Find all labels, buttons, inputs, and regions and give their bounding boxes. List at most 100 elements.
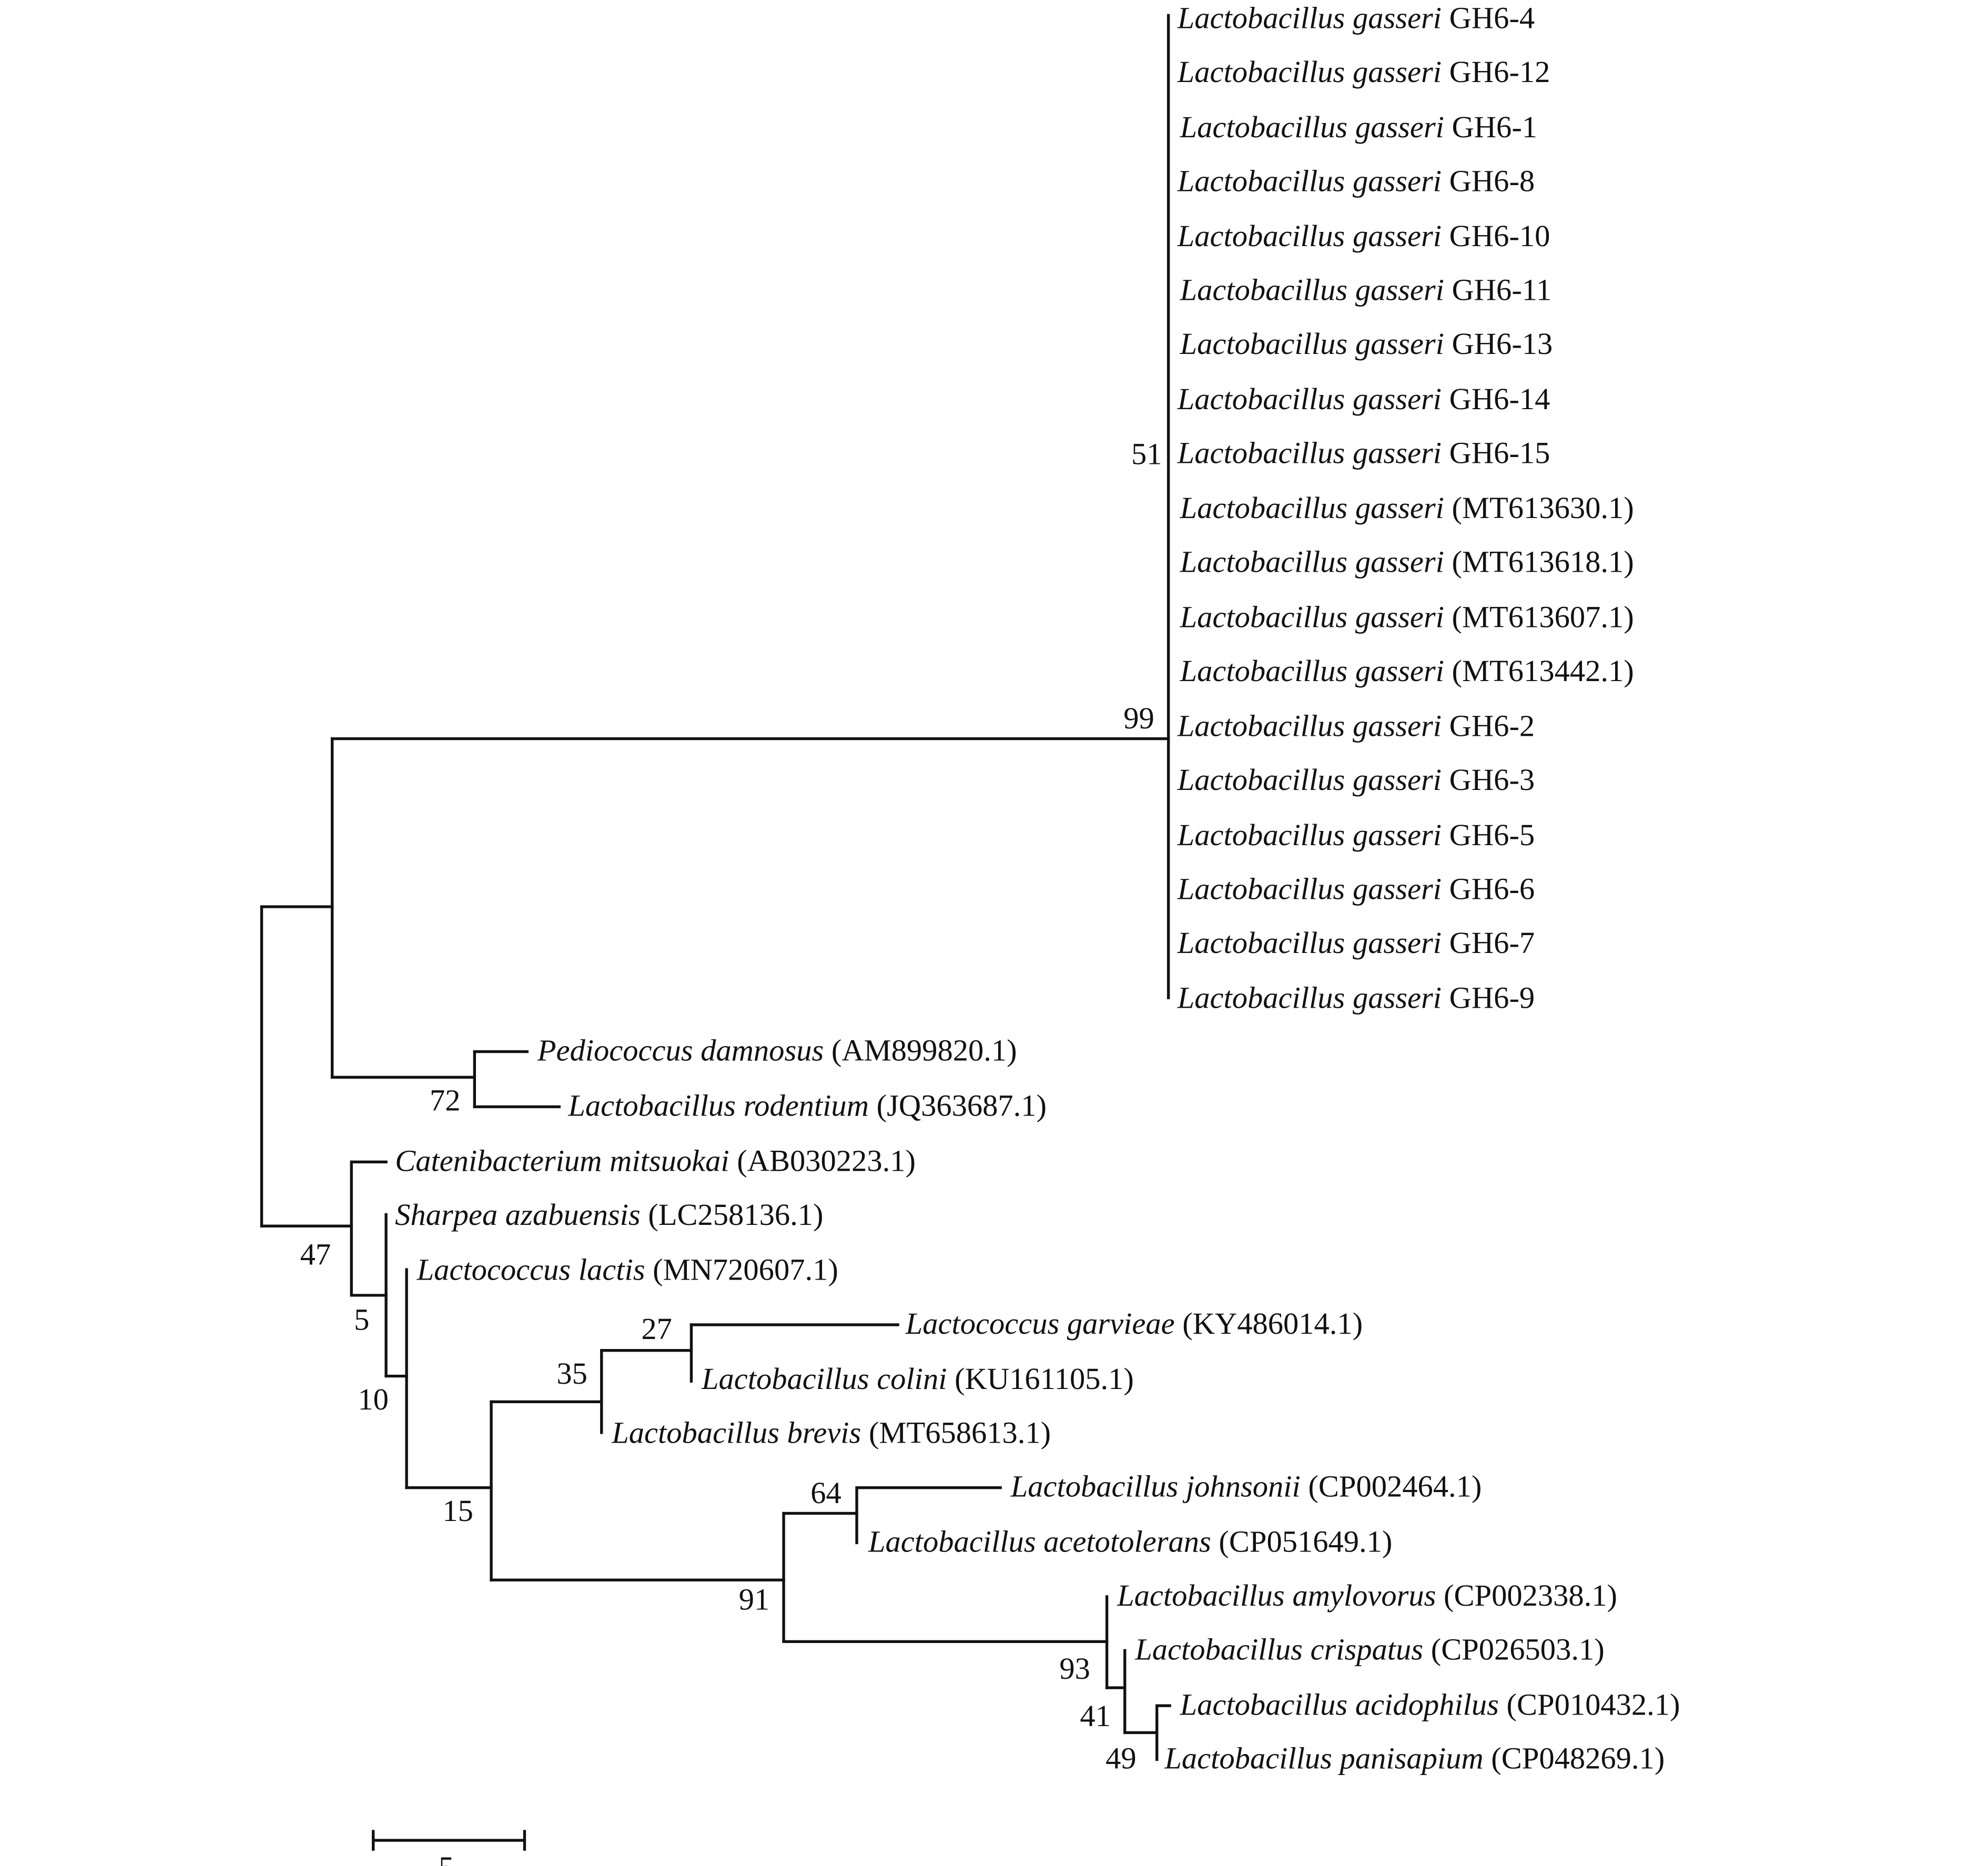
species-name: Lactobacillus gasseri — [1180, 600, 1444, 634]
bootstrap-value: 27 — [641, 1312, 672, 1346]
strain-id: GH6-11 — [1444, 273, 1551, 307]
strain-id: (AM899820.1) — [824, 1033, 1017, 1068]
strain-id: (MT658613.1) — [861, 1415, 1051, 1449]
species-name: Lactobacillus gasseri — [1177, 926, 1442, 960]
taxon-label: Lactobacillus colini (KU161105.1) — [701, 1362, 1134, 1396]
species-name: Lactobacillus amylovorus — [1117, 1578, 1436, 1613]
strain-id: GH6-12 — [1442, 55, 1550, 89]
bootstrap-value: 10 — [358, 1382, 389, 1416]
bootstrap-value: 5 — [354, 1303, 369, 1337]
species-name: Catenibacterium mitsuokai — [395, 1143, 729, 1178]
species-name: Lactobacillus gasseri — [1180, 491, 1444, 525]
taxon-label: Lactobacillus gasseri GH6-15 — [1177, 435, 1550, 470]
bootstrap-value: 99 — [1123, 701, 1154, 735]
strain-id: GH6-6 — [1442, 871, 1535, 906]
species-name: Lactobacillus brevis — [611, 1415, 861, 1449]
taxon-label: Lactobacillus gasseri (MT613442.1) — [1180, 654, 1634, 688]
strain-id: (CP010432.1) — [1499, 1687, 1680, 1721]
strain-id: (MN720607.1) — [645, 1253, 838, 1287]
strain-id: (KY486014.1) — [1175, 1306, 1363, 1341]
taxon-label: Lactobacillus amylovorus (CP002338.1) — [1117, 1578, 1617, 1613]
taxon-label: Lactobacillus rodentium (JQ363687.1) — [567, 1088, 1047, 1122]
taxon-label: Lactobacillus gasseri GH6-7 — [1177, 926, 1535, 960]
strain-id: GH6-9 — [1442, 981, 1535, 1015]
strain-id: GH6-7 — [1442, 926, 1535, 960]
species-name: Lactobacillus gasseri — [1177, 219, 1442, 253]
bootstrap-value: 49 — [1105, 1741, 1137, 1776]
taxon-label: Lactobacillus acetotolerans (CP051649.1) — [868, 1525, 1392, 1559]
taxon-label: Lactococcus garvieae (KY486014.1) — [905, 1306, 1363, 1341]
bootstrap-value: 64 — [810, 1476, 841, 1510]
taxon-label: Pediococcus damnosus (AM899820.1) — [537, 1033, 1017, 1068]
strain-id: (CP002464.1) — [1301, 1469, 1482, 1504]
species-name: Lactobacillus gasseri — [1177, 763, 1442, 797]
species-name: Lactobacillus rodentium — [567, 1088, 869, 1122]
strain-id: GH6-10 — [1442, 219, 1550, 253]
strain-id: (MT613442.1) — [1444, 654, 1634, 688]
taxon-label: Catenibacterium mitsuokai (AB030223.1) — [395, 1143, 916, 1178]
bootstrap-value: 47 — [300, 1237, 331, 1271]
species-name: Lactobacillus gasseri — [1177, 55, 1442, 89]
taxon-label: Lactobacillus gasseri (MT613618.1) — [1180, 545, 1634, 579]
taxon-label: Lactobacillus crispatus (CP026503.1) — [1134, 1632, 1604, 1666]
taxon-label: Lactobacillus panisapium (CP048269.1) — [1164, 1741, 1665, 1776]
taxon-label: Lactobacillus gasseri GH6-12 — [1177, 55, 1550, 89]
species-name: Lactobacillus gasseri — [1177, 709, 1442, 743]
scale-bar: 5 — [371, 1830, 526, 1866]
taxon-label: Lactobacillus gasseri GH6-2 — [1177, 709, 1535, 743]
species-name: Lactobacillus panisapium — [1164, 1741, 1483, 1776]
strain-id: (LC258136.1) — [641, 1198, 824, 1232]
strain-id: (MT613607.1) — [1444, 600, 1634, 634]
taxon-label: Lactobacillus gasseri GH6-11 — [1180, 273, 1552, 307]
species-name: Lactobacillus gasseri — [1177, 1, 1442, 35]
species-name: Lactobacillus gasseri — [1177, 871, 1442, 906]
bootstrap-value: 41 — [1080, 1699, 1111, 1733]
taxon-label: Lactobacillus gasseri GH6-10 — [1177, 219, 1550, 253]
taxon-label: Lactobacillus gasseri GH6-1 — [1180, 110, 1537, 144]
species-name: Sharpea azabuensis — [395, 1198, 641, 1232]
strain-id: GH6-3 — [1442, 763, 1535, 797]
strain-id: (AB030223.1) — [729, 1143, 916, 1178]
bootstrap-value: 91 — [739, 1582, 770, 1616]
taxon-label: Lactococcus lactis (MN720607.1) — [417, 1253, 838, 1287]
taxon-label: Sharpea azabuensis (LC258136.1) — [395, 1198, 823, 1232]
strain-id: GH6-15 — [1442, 435, 1550, 470]
strain-id: (KU161105.1) — [947, 1362, 1133, 1396]
taxon-label: Lactobacillus acidophilus (CP010432.1) — [1180, 1687, 1680, 1721]
species-name: Lactobacillus gasseri — [1177, 981, 1442, 1015]
species-name: Lactobacillus gasseri — [1180, 273, 1444, 307]
strain-id: (MT613618.1) — [1444, 545, 1634, 579]
strain-id: GH6-1 — [1444, 110, 1537, 144]
species-name: Lactobacillus gasseri — [1180, 545, 1444, 579]
strain-id: (JQ363687.1) — [869, 1088, 1047, 1122]
species-name: Lactobacillus colini — [701, 1362, 947, 1396]
taxon-label: Lactobacillus gasseri GH6-13 — [1180, 327, 1553, 361]
species-name: Lactobacillus gasseri — [1177, 164, 1442, 198]
taxon-label: Lactobacillus johnsonii (CP002464.1) — [1010, 1469, 1482, 1504]
bootstrap-value: 93 — [1059, 1651, 1090, 1686]
bootstrap-value: 72 — [430, 1083, 461, 1118]
species-name: Lactobacillus gasseri — [1180, 327, 1444, 361]
taxon-labels: Lactobacillus gasseri GH6-4Lactobacillus… — [395, 1, 1680, 1776]
bootstrap-value: 35 — [556, 1356, 587, 1391]
strain-id: GH6-8 — [1442, 164, 1535, 198]
taxon-label: Lactobacillus gasseri GH6-14 — [1177, 382, 1550, 416]
taxon-label: Lactobacillus brevis (MT658613.1) — [611, 1415, 1051, 1449]
species-name: Lactobacillus johnsonii — [1010, 1469, 1301, 1504]
species-name: Lactobacillus gasseri — [1180, 110, 1444, 144]
strain-id: GH6-14 — [1442, 382, 1550, 416]
strain-id: (MT613630.1) — [1444, 491, 1634, 525]
bootstrap-value: 15 — [442, 1494, 473, 1528]
tree-branches — [260, 14, 1171, 1761]
species-name: Lactobacillus gasseri — [1177, 818, 1442, 852]
strain-id: GH6-13 — [1444, 327, 1553, 361]
species-name: Lactobacillus gasseri — [1177, 435, 1442, 470]
taxon-label: Lactobacillus gasseri (MT613607.1) — [1180, 600, 1634, 634]
strain-id: (CP051649.1) — [1211, 1525, 1393, 1559]
strain-id: (CP048269.1) — [1484, 1741, 1665, 1776]
taxon-label: Lactobacillus gasseri (MT613630.1) — [1180, 491, 1634, 525]
strain-id: (CP026503.1) — [1423, 1632, 1605, 1666]
taxon-label: Lactobacillus gasseri GH6-4 — [1177, 1, 1535, 35]
scale-bar-label: 5 — [439, 1850, 454, 1866]
